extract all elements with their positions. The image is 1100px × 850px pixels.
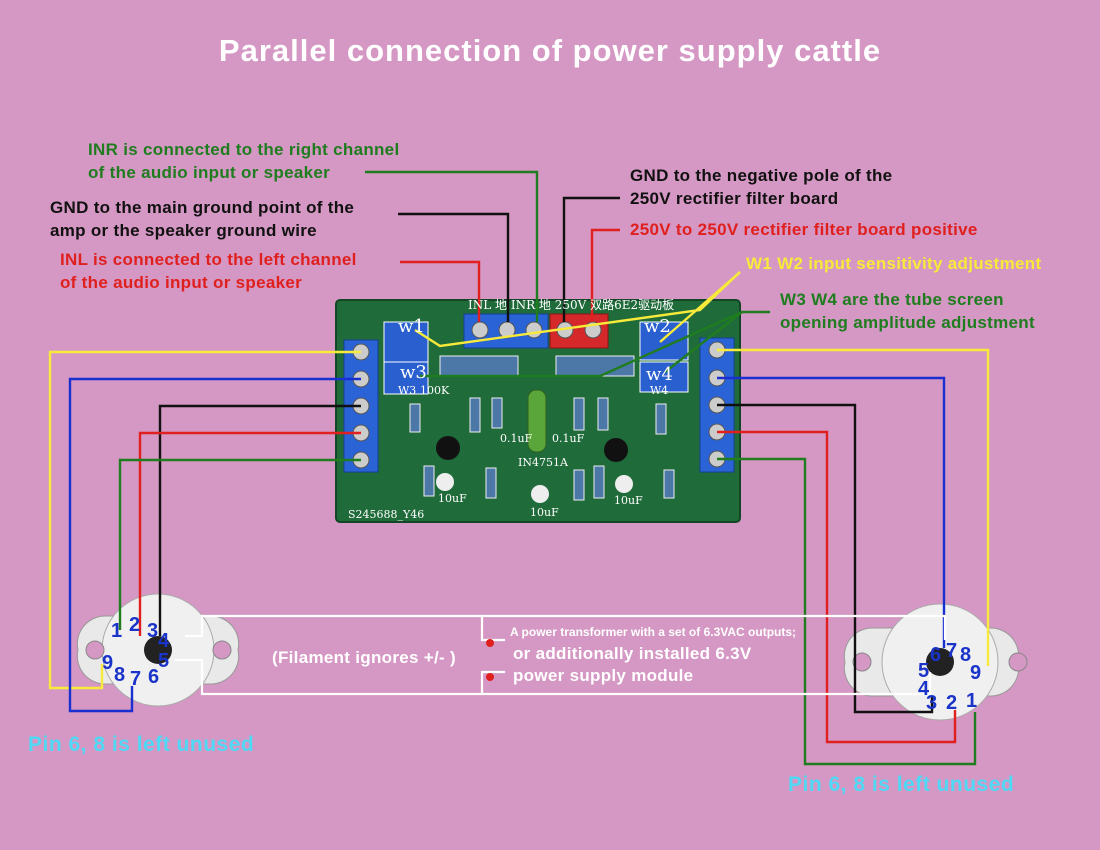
left-pin-8: 8	[114, 664, 126, 686]
annotation-inl-line2: of the audio input or speaker	[60, 273, 303, 292]
right-tube-socket	[843, 603, 1028, 721]
left-pin-6: 6	[148, 666, 160, 688]
leader-w1	[414, 271, 741, 348]
capacitor-mid	[531, 485, 549, 503]
transistor-right	[604, 438, 628, 462]
wire-green-right	[717, 457, 977, 766]
wire-blue-right	[717, 376, 946, 648]
wire-yellow-right	[717, 348, 990, 666]
transistor-left	[436, 436, 460, 460]
silk-c10b: 10uF	[530, 506, 559, 519]
top-terminal-red	[549, 313, 609, 349]
pcb-serial: S245688_Y46	[348, 508, 425, 521]
wire-black-left	[158, 404, 361, 636]
annotation-gnd-main-line1: GND to the main ground point of the	[50, 198, 355, 217]
wire-green-left	[118, 458, 361, 630]
annotation-w3w4-line1: W3 W4 are the tube screen	[780, 290, 1004, 309]
annotation-w3w4-line2: opening amplitude adjustment	[780, 313, 1035, 332]
silk-w4: W4	[650, 384, 669, 397]
annotation-transformer-line2: or additionally installed 6.3V	[513, 644, 752, 663]
annotation-inl-line1: INL is connected to the left channel	[60, 250, 357, 269]
left-pin-7: 7	[130, 668, 142, 690]
annotation-gnd-neg-line2: 250V rectifier filter board	[630, 189, 839, 208]
annotation-w1w2: W1 W2 input sensitivity adjustment	[746, 254, 1042, 273]
wire-filament-bottom	[175, 658, 932, 696]
annotation-transformer-line3: power supply module	[513, 666, 694, 685]
leader-inl	[400, 260, 481, 322]
annotation-inr-line1: INR is connected to the right channel	[88, 140, 400, 159]
silk-c10c: 10uF	[614, 494, 643, 507]
top-terminal-blue	[463, 313, 549, 349]
annotation-gnd-main-line2: amp or the speaker ground wire	[50, 221, 317, 240]
leader-gnd-neg	[562, 196, 620, 322]
leader-w3	[420, 310, 743, 378]
pot-label-w4: w4	[646, 364, 673, 385]
wire-filament-top	[185, 614, 947, 640]
pot-label-w2: w2	[644, 316, 671, 337]
silk-w3: W3	[398, 384, 417, 397]
right-pin-9: 9	[970, 662, 982, 684]
annotation-pins-right: Pin 6, 8 is left unused	[788, 773, 1015, 796]
zener-diode	[527, 389, 547, 453]
pot-w4	[639, 361, 689, 393]
pot-label-w3: w3	[400, 362, 427, 383]
silk-cap2: 0.1uF	[552, 432, 585, 445]
annotation-pins-left: Pin 6, 8 is left unused	[28, 733, 255, 756]
right-pin-5: 5	[918, 660, 930, 682]
left-pin-1: 1	[111, 620, 123, 642]
annotation-transformer-line1: A power transformer with a set of 6.3VAC…	[510, 625, 797, 639]
pot-w3	[383, 361, 429, 395]
wire-red-left	[138, 431, 361, 636]
annotation-250v: 250V to 250V rectifier filter board posi…	[630, 220, 978, 239]
resistor-row	[409, 355, 675, 501]
leader-250v	[590, 228, 620, 322]
pot-label-w1: w1	[398, 316, 425, 337]
pot-w1	[383, 321, 429, 363]
annotation-gnd-neg-line1: GND to the negative pole of the	[630, 166, 893, 185]
left-pin-3: 3	[147, 620, 159, 642]
silk-diode: IN4751A	[518, 456, 568, 469]
left-pin-5: 5	[158, 650, 170, 672]
leader-gnd-main	[398, 212, 510, 322]
left-pin-4: 4	[158, 630, 170, 652]
right-pin-4: 4	[918, 678, 930, 700]
annotation-inr-line2: of the audio input or speaker	[88, 163, 331, 182]
left-pin-9: 9	[102, 652, 114, 674]
pcb-header: INL 地 INR 地 250V 双路6E2驱动板	[468, 298, 675, 312]
silk-100k: 100K	[420, 384, 450, 397]
left-pin-2: 2	[129, 614, 141, 636]
capacitor-right	[615, 475, 633, 493]
wire-red-right	[717, 430, 957, 744]
wire-yellow-left	[48, 350, 361, 690]
right-pin-1: 1	[966, 690, 978, 712]
wire-black-right	[717, 403, 934, 714]
right-pin-3: 3	[926, 692, 938, 714]
silk-cap1: 0.1uF	[500, 432, 533, 445]
silk-c10a: 10uF	[438, 492, 467, 505]
left-tube-socket	[76, 593, 240, 707]
annotation-filament: (Filament ignores +/- )	[272, 648, 457, 667]
right-pin-7: 7	[946, 640, 958, 662]
capacitor-left	[436, 473, 454, 491]
right-pin-6: 6	[930, 644, 942, 666]
page-title: Parallel connection of power supply catt…	[218, 33, 882, 68]
wire-blue-left	[68, 377, 361, 713]
right-pin-8: 8	[960, 644, 972, 666]
leader-inr	[365, 170, 539, 322]
right-pin-2: 2	[946, 692, 958, 714]
